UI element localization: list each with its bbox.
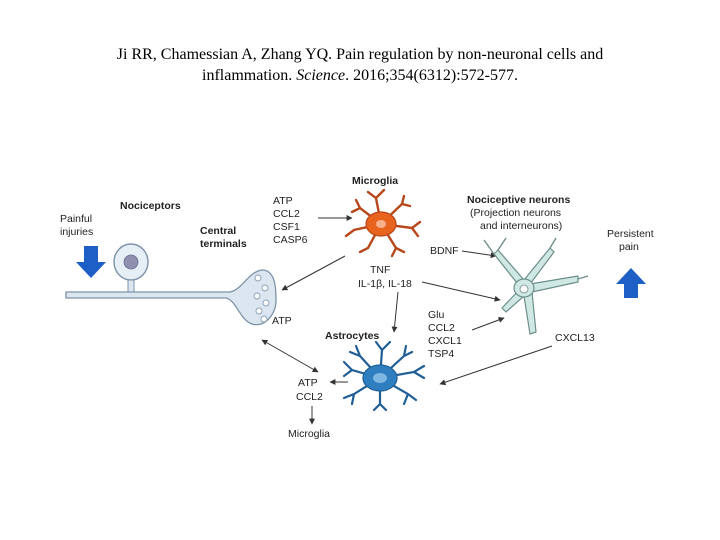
microglia-nucleus [376, 220, 386, 228]
synaptic-vesicles [253, 274, 270, 323]
il-label: IL-1β, IL-18 [358, 278, 412, 290]
citation-line-2: inflammation. Science. 2016;354(6312):57… [202, 67, 518, 84]
nociceptor-cell [113, 243, 149, 293]
painful-injuries-label: Painful injuries [60, 213, 95, 238]
citation: Ji RR, Chamessian A, Zhang YQ. Pain regu… [40, 44, 680, 86]
nociceptive-neuron-cell [483, 237, 589, 335]
journal-name: Science [296, 67, 346, 84]
central-terminals-label: Central terminals [200, 225, 247, 250]
atp-bottom-label: ATP [298, 377, 318, 389]
arrow-bdnf-to-neuron [461, 250, 497, 259]
cxcl13-label: CXCL13 [555, 332, 595, 344]
nociceptors-label: Nociceptors [120, 200, 181, 212]
nociceptive-neuron-nucleus [519, 284, 529, 294]
arrow-cxcl13-to-astrocyte [439, 345, 553, 386]
nociceptive-neurons-label: Nociceptive neurons (Projection neurons … [467, 194, 573, 232]
astrocyte-nucleus [373, 373, 387, 383]
astrocyte-factors: Glu CCL2 CXCL1 TSP4 [428, 309, 465, 360]
microglia-bottom-label: Microglia [288, 428, 330, 440]
down-arrow-icon [76, 246, 106, 278]
microglia-top-label: Microglia [352, 175, 398, 187]
astrocytes-label: Astrocytes [325, 330, 379, 342]
arrow-astro-factors-to-neuron [471, 317, 505, 331]
microglia-factors: ATP CCL2 CSF1 CASP6 [273, 195, 308, 246]
arrow-microglia-to-terminal [281, 255, 346, 291]
tnf-label: TNF [370, 264, 390, 276]
nociceptor-axon [65, 269, 277, 326]
citation-line-1: Ji RR, Chamessian A, Zhang YQ. Pain regu… [116, 46, 604, 63]
arrow-terminal-bottom-atp [261, 339, 319, 373]
persistent-pain-label: Persistent pain [607, 228, 657, 253]
arrow-il-to-neuron [421, 281, 501, 302]
up-arrow-icon [616, 268, 646, 298]
atp-terminal-label: ATP [272, 315, 292, 327]
arrow-microglia-to-astrocyte [391, 291, 399, 333]
ccl2-bottom-label: CCL2 [296, 391, 323, 403]
bdnf-label: BDNF [430, 245, 459, 257]
